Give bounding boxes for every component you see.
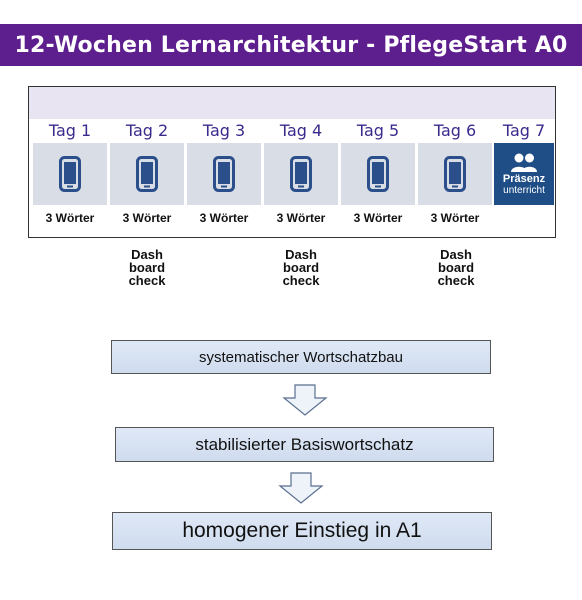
day-3: Tag 3 3 Wörter xyxy=(185,119,263,237)
day-label: Tag 7 xyxy=(502,121,546,140)
day-1: Tag 1 3 Wörter xyxy=(31,119,109,237)
day-tile xyxy=(264,143,338,205)
day-tile xyxy=(341,143,415,205)
day-tile xyxy=(33,143,107,205)
word-count: 3 Wörter xyxy=(353,211,403,225)
day-tile xyxy=(110,143,184,205)
dashboard-check-tag-4: Dash board check xyxy=(271,248,331,287)
dashboard-line: check xyxy=(128,273,166,288)
down-arrow-icon xyxy=(278,472,324,504)
dashboard-line: Dash xyxy=(131,247,163,262)
down-arrow-icon xyxy=(282,384,328,416)
word-count: 3 Wörter xyxy=(122,211,172,225)
presence-label: Präsenz xyxy=(502,172,546,185)
smartphone-icon xyxy=(367,156,389,192)
dashboard-line: Dash xyxy=(285,247,317,262)
day-6: Tag 6 3 Wörter xyxy=(416,119,494,237)
day-label: Tag 5 xyxy=(356,121,400,140)
word-count: 3 Wörter xyxy=(430,211,480,225)
day-label: Tag 6 xyxy=(433,121,477,140)
day-2: Tag 2 3 Wörter xyxy=(108,119,186,237)
dashboard-line: board xyxy=(128,260,166,275)
dashboard-line: check xyxy=(437,273,475,288)
dashboard-line: Dash xyxy=(440,247,472,262)
word-count: 3 Wörter xyxy=(276,211,326,225)
presence-tile: Präsenz unterricht xyxy=(494,143,554,205)
day-tile xyxy=(187,143,261,205)
smartphone-icon xyxy=(136,156,158,192)
flow-step-1: systematischer Wortschatzbau xyxy=(111,340,491,374)
page-title: 12-Wochen Lernarchitektur - PflegeStart … xyxy=(0,24,582,66)
flow-step-3: homogener Einstieg in A1 xyxy=(112,512,492,550)
day-5: Tag 5 3 Wörter xyxy=(339,119,417,237)
word-count: 3 Wörter xyxy=(199,211,249,225)
dashboard-line: board xyxy=(437,260,475,275)
dashboard-line: board xyxy=(282,260,320,275)
day-tile xyxy=(418,143,492,205)
dashboard-check-tag-6: Dash board check xyxy=(426,248,486,287)
group-icon xyxy=(511,153,537,172)
flow-step-2: stabilisierter Basiswortschatz xyxy=(115,427,494,462)
dashboard-check-tag-2: Dash board check xyxy=(117,248,177,287)
day-label: Tag 3 xyxy=(202,121,246,140)
word-count: 3 Wörter xyxy=(45,211,95,225)
week-schedule: Tag 1 3 Wörter Tag 2 3 Wörter Tag 3 3 Wö… xyxy=(28,86,556,238)
day-7: Tag 7 Präsenz unterricht xyxy=(493,119,555,237)
smartphone-icon xyxy=(444,156,466,192)
day-label: Tag 1 xyxy=(48,121,92,140)
smartphone-icon xyxy=(213,156,235,192)
day-4: Tag 4 3 Wörter xyxy=(262,119,340,237)
smartphone-icon xyxy=(59,156,81,192)
dashboard-line: check xyxy=(282,273,320,288)
smartphone-icon xyxy=(290,156,312,192)
day-label: Tag 2 xyxy=(125,121,169,140)
presence-sublabel: unterricht xyxy=(503,184,545,196)
day-label: Tag 4 xyxy=(279,121,323,140)
